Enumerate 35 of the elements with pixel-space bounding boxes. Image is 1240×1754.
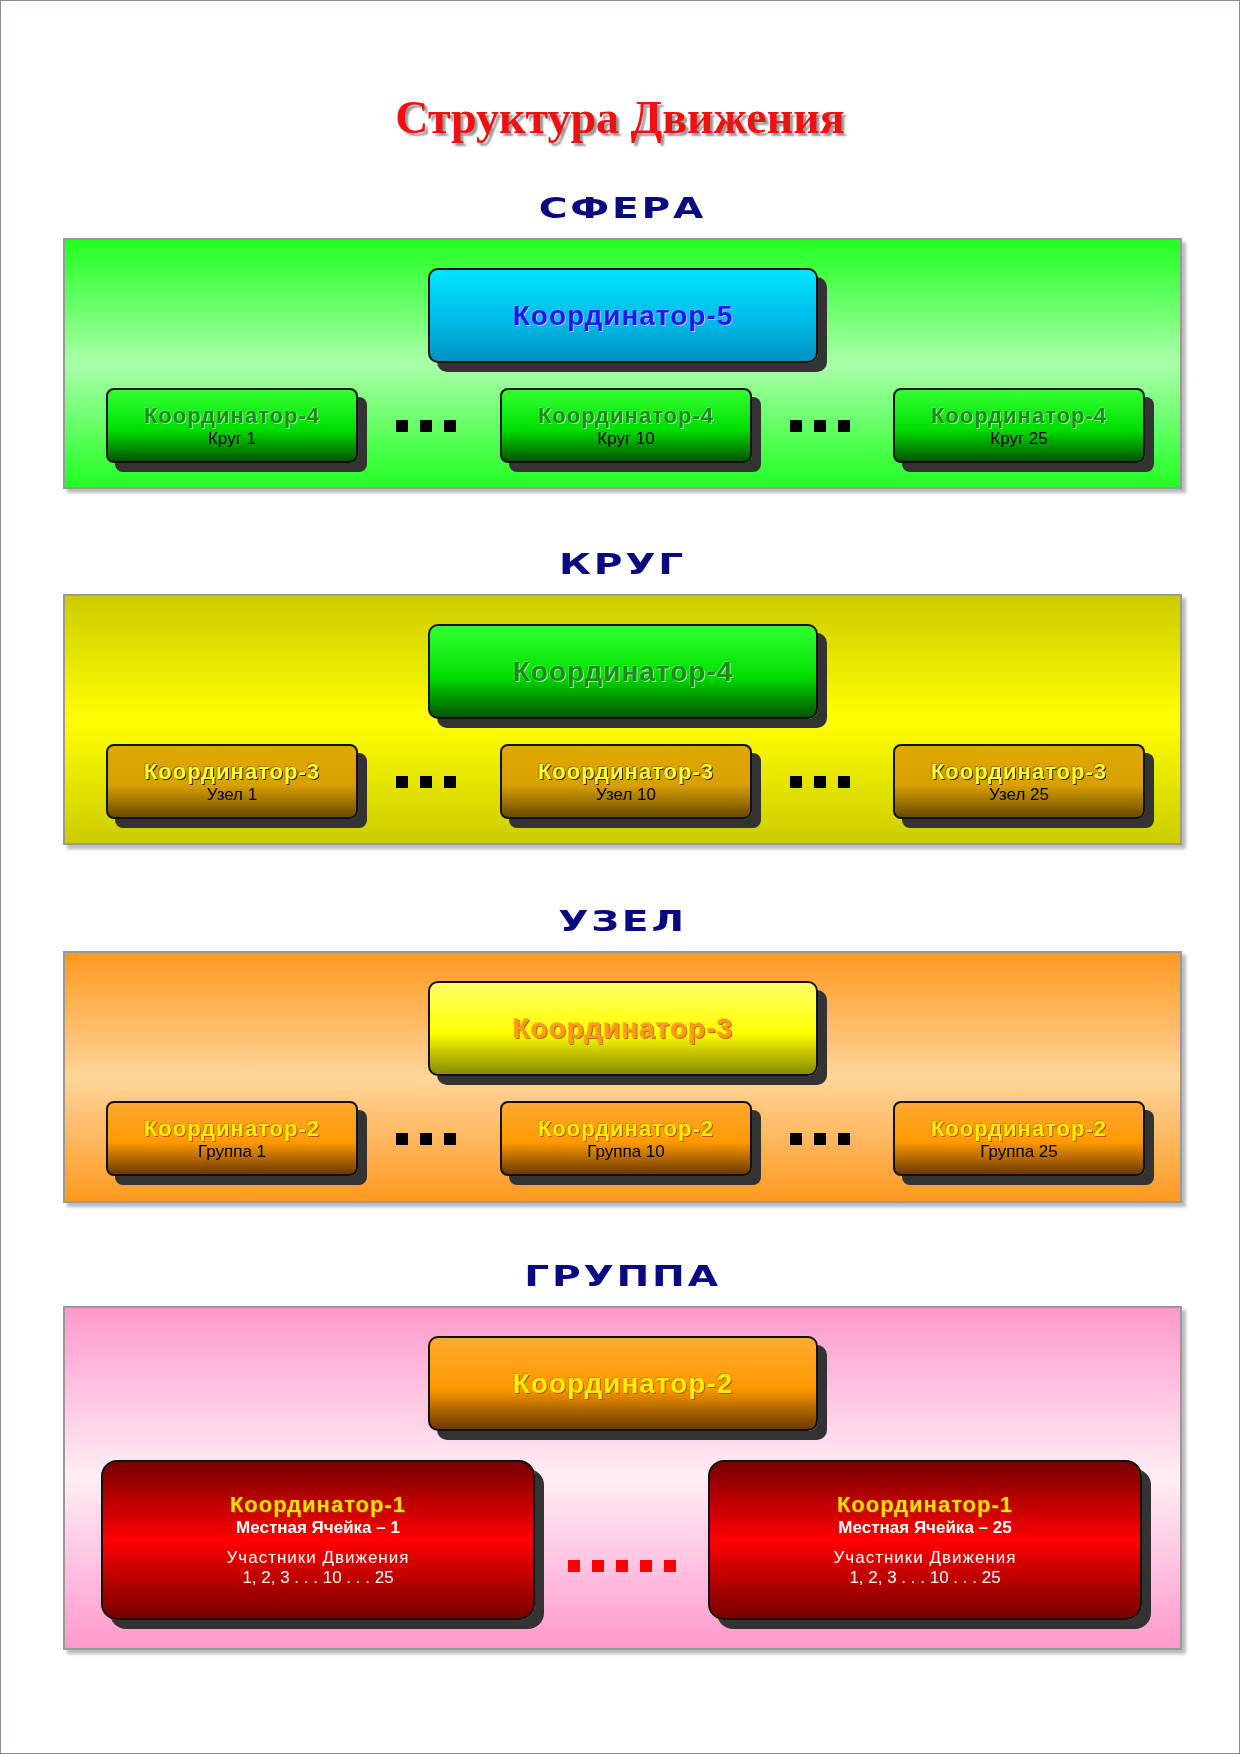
box-text: Узел 10 <box>596 784 656 805</box>
box-heading: Координатор-2 <box>512 1367 734 1400</box>
box-text: 1, 2, 3 . . . 10 . . . 25 <box>242 1568 394 1588</box>
box-text: Участники Движения <box>833 1548 1017 1568</box>
box-heading: Координатор-2 <box>143 1115 321 1142</box>
box-text: Местная Ячейка – 25 <box>838 1518 1012 1538</box>
box-heading: Координатор-1 <box>229 1492 407 1518</box>
box-text: Группа 10 <box>587 1141 665 1162</box>
level-heading: УЗЕЛ <box>557 905 688 938</box>
box-text: Узел 25 <box>989 784 1049 805</box>
box-heading: Координатор-4 <box>512 655 734 688</box>
box-heading: Координатор-3 <box>930 758 1108 785</box>
box-text: Группа 1 <box>197 1141 267 1162</box>
box-text: Круг 1 <box>207 428 256 449</box>
box-heading: Координатор-2 <box>537 1115 715 1142</box>
box-heading: Координатор-3 <box>537 758 715 785</box>
box-text: Местная Ячейка – 1 <box>236 1518 400 1538</box>
box-heading: Координатор-2 <box>930 1115 1108 1142</box>
box-text: Круг 25 <box>990 428 1048 449</box>
page-title: Структура Движения <box>394 91 846 144</box>
box-text: Участники Движения <box>226 1548 410 1568</box>
box-text: Группа 25 <box>980 1141 1058 1162</box>
box-heading: Координатор-4 <box>143 402 321 429</box>
level-heading: КРУГ <box>557 548 688 581</box>
box-heading: Координатор-3 <box>512 1012 734 1045</box>
level-heading: СФЕРА <box>537 192 708 225</box>
box-text: Круг 10 <box>597 428 655 449</box>
box-heading: Координатор-4 <box>930 402 1108 429</box>
box-heading: Координатор-5 <box>512 299 734 332</box>
box-heading: Координатор-3 <box>143 758 321 785</box>
box-text: 1, 2, 3 . . . 10 . . . 25 <box>849 1568 1001 1588</box>
box-text: Узел 1 <box>206 784 258 805</box>
level-heading: ГРУППА <box>523 1260 722 1293</box>
box-heading: Координатор-4 <box>537 402 715 429</box>
box-heading: Координатор-1 <box>836 1492 1014 1518</box>
